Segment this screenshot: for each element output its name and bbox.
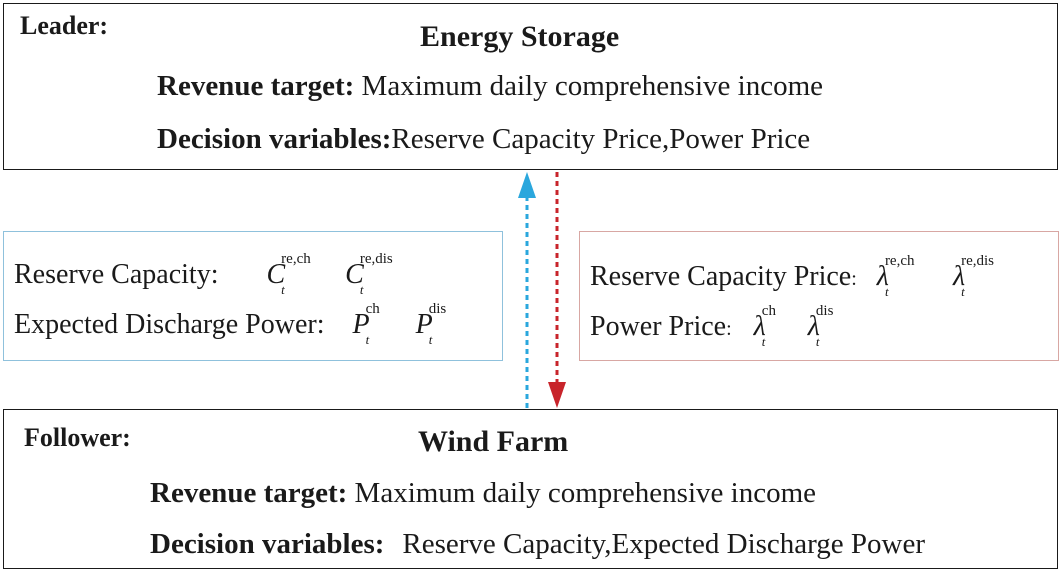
follower-box bbox=[3, 409, 1058, 569]
follower-revenue-label: Revenue target: bbox=[150, 477, 348, 509]
discharge-power-label: Expected Discharge Power: bbox=[14, 309, 325, 340]
leader-price-box bbox=[579, 231, 1059, 361]
leader-revenue-line: Revenue target: Maximum daily comprehens… bbox=[157, 72, 823, 101]
follower-decision-line: Decision variables: Reserve Capacity,Expe… bbox=[150, 530, 925, 559]
power-price-label: Power Price bbox=[590, 311, 727, 342]
leader-decision-label: Decision variables: bbox=[157, 123, 392, 155]
leader-decision-line: Decision variables:Reserve Capacity Pric… bbox=[157, 125, 810, 154]
upward-arrowhead bbox=[518, 172, 536, 198]
follower-decision-text: Reserve Capacity,Expected Discharge Powe… bbox=[402, 528, 926, 560]
follower-revenue-text: Maximum daily comprehensive income bbox=[347, 477, 816, 509]
follower-response-box bbox=[3, 231, 503, 361]
leader-entity-name: Energy Storage bbox=[420, 20, 620, 53]
leader-decision-text: Reserve Capacity Price,Power Price bbox=[391, 123, 811, 155]
leader-role-label: Leader: bbox=[20, 11, 109, 40]
follower-entity-name: Wind Farm bbox=[418, 425, 569, 458]
follower-role-label: Follower: bbox=[24, 423, 131, 452]
leader-revenue-label: Revenue target: bbox=[157, 70, 355, 102]
leader-revenue-text: Maximum daily comprehensive income bbox=[354, 70, 823, 102]
downward-arrowhead bbox=[548, 382, 566, 408]
leader-box bbox=[3, 3, 1058, 170]
follower-decision-label: Decision variables: bbox=[150, 528, 385, 560]
reserve-capacity-label: Reserve Capacity: bbox=[14, 259, 219, 290]
reserve-price-label: Reserve Capacity Price bbox=[590, 261, 852, 292]
follower-revenue-line: Revenue target: Maximum daily comprehens… bbox=[150, 479, 816, 508]
